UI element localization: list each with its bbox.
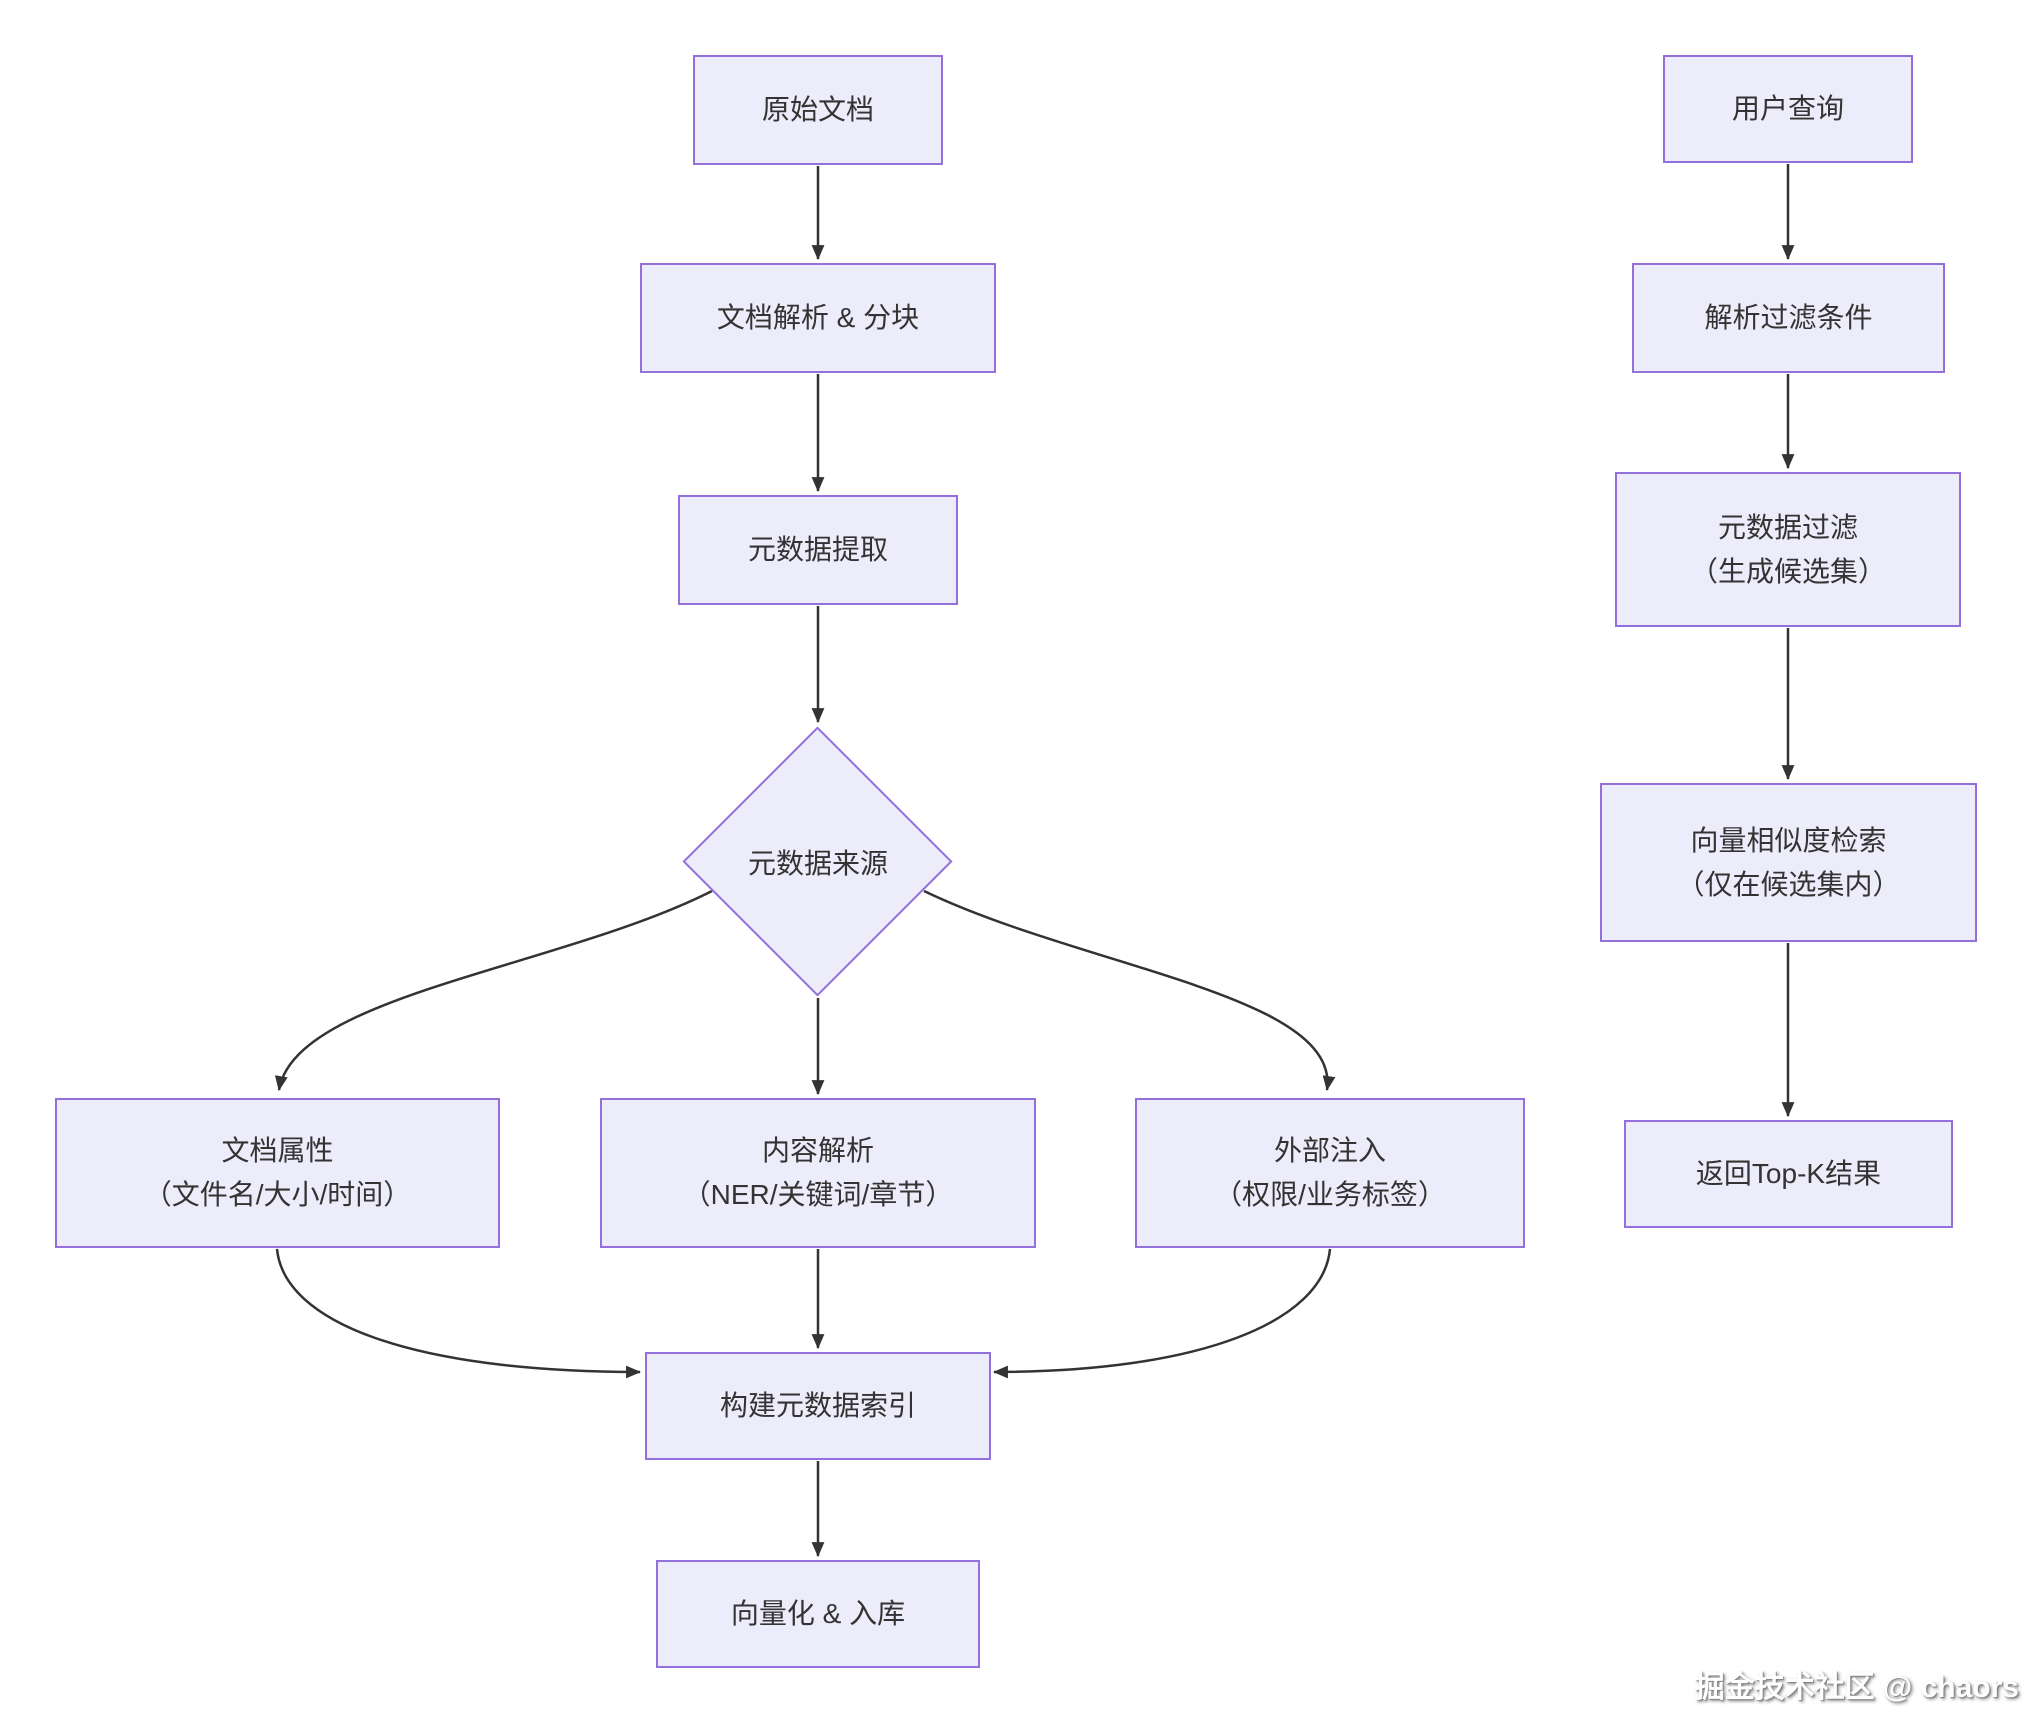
node-label-line2: （仅在候选集内） [1676, 868, 1901, 900]
node-label: 原始文档 [761, 94, 874, 125]
edge-externalinject-to-buildindex [992, 1248, 1332, 1379]
node-label: 构建元数据索引 [719, 1390, 916, 1421]
node-label: 返回Top-K结果 [1695, 1158, 1882, 1189]
edge-metasource-to-externalinject [923, 889, 1336, 1092]
node-user-query: 用户查询 [1663, 55, 1913, 163]
node-vector-similarity-search: 向量相似度检索 （仅在候选集内） [1600, 783, 1977, 942]
node-vectorize-and-store: 向量化 & 入库 [656, 1560, 980, 1668]
node-return-topk-results: 返回Top-K结果 [1624, 1120, 1953, 1228]
node-external-inject: 外部注入 （权限/业务标签） [1135, 1098, 1525, 1248]
node-label-line2: （生成候选集） [1689, 555, 1886, 587]
node-metadata-filter: 元数据过滤 （生成候选集） [1615, 472, 1961, 627]
node-label-line1: 向量相似度检索 [1690, 824, 1887, 856]
node-parse-and-chunk: 文档解析 & 分块 [640, 263, 996, 373]
node-parse-filter-conditions: 解析过滤条件 [1632, 263, 1945, 373]
node-build-metadata-index: 构建元数据索引 [645, 1352, 991, 1460]
node-label-line1: 文档属性 [221, 1135, 334, 1166]
node-label-line2: （NER/关键词/章节） [682, 1179, 954, 1210]
node-label: 元数据提取 [747, 534, 888, 565]
node-label: 用户查询 [1731, 93, 1844, 124]
node-document-attributes: 文档属性 （文件名/大小/时间） [55, 1098, 500, 1248]
watermark-text: 掘金技术社区 @ chaors [1694, 1671, 2019, 1704]
node-label-line1: 内容解析 [761, 1135, 874, 1166]
node-label-line1: 外部注入 [1273, 1135, 1386, 1166]
node-content-parse: 内容解析 （NER/关键词/章节） [600, 1098, 1036, 1248]
node-label-line2: （权限/业务标签） [1214, 1179, 1446, 1210]
edge-metasource-to-docattrs [275, 889, 713, 1092]
node-label-line2: （文件名/大小/时间） [143, 1179, 412, 1210]
node-raw-document: 原始文档 [693, 55, 943, 165]
node-label: 解析过滤条件 [1704, 302, 1873, 333]
node-metadata-source-decision: 元数据来源 [682, 726, 953, 997]
node-metadata-extract: 元数据提取 [678, 495, 958, 605]
node-label: 向量化 & 入库 [730, 1598, 906, 1629]
node-label: 元数据来源 [747, 848, 888, 879]
node-label: 文档解析 & 分块 [716, 302, 920, 333]
node-label-line1: 元数据过滤 [1717, 511, 1858, 543]
edge-docattrs-to-buildindex [275, 1248, 642, 1379]
